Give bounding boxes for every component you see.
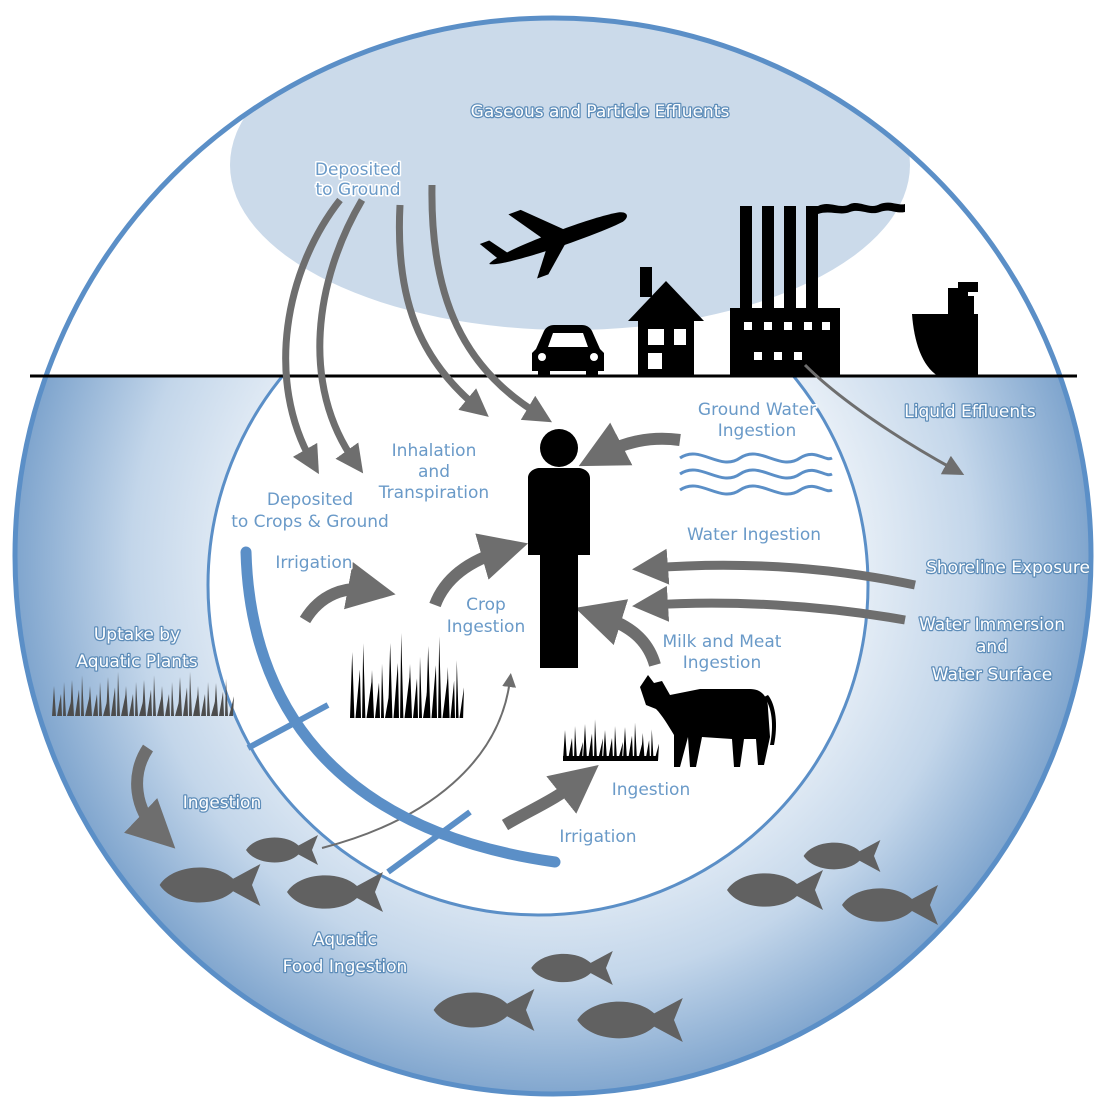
deposited-crops-label-2: to Crops & Ground: [231, 512, 389, 532]
ingestion-left-label: Ingestion: [183, 793, 261, 813]
aquatic-label-2: Food Ingestion: [283, 957, 408, 977]
crop-arrow: [429, 533, 529, 608]
ingestion-cow-label: Ingestion: [612, 780, 690, 800]
liquid-effluent-arrow: [803, 363, 965, 476]
immersion-label-2: and: [976, 637, 1008, 657]
irrigation-arrow-top: [299, 562, 396, 624]
irrigation-arrow-bottom: [501, 765, 599, 831]
wave-icon: [679, 452, 833, 496]
uptake-label-2: Aquatic Plants: [76, 652, 197, 672]
water-ingestion-arrow: [632, 548, 916, 590]
crop-label-2: Ingestion: [447, 617, 525, 637]
inhalation-label-1: Inhalation: [392, 441, 477, 461]
immersion-arrow: [632, 585, 906, 625]
irrigation-channel: [240, 546, 561, 875]
water-ingestion-label: Water Ingestion: [687, 525, 821, 545]
inhalation-label-3: Transpiration: [378, 483, 489, 503]
inner-circle: [206, 376, 870, 917]
irrigation-top-label: Irrigation: [275, 553, 352, 573]
cow-icon: [640, 675, 776, 767]
ship-icon: [912, 282, 978, 376]
aquatic-label-1: Aquatic: [313, 930, 377, 950]
person-icon: [528, 429, 590, 668]
deposited-crops-label-1: Deposited: [267, 490, 353, 510]
pasture-icon: [563, 719, 659, 761]
milk-arrow: [575, 599, 661, 667]
deposition-arrows: [282, 184, 553, 475]
deposited-ground-label-1: Deposited: [315, 160, 401, 180]
milk-label-2: Ingestion: [683, 653, 761, 673]
house-icon: [628, 267, 704, 377]
deposited-ground-label-2: to Ground: [316, 180, 401, 200]
factory-icon: [730, 202, 905, 376]
ground-water-label-1: Ground Water: [698, 400, 816, 420]
irrigation-bottom-label: Irrigation: [559, 827, 636, 847]
immersion-label-3: Water Surface: [932, 665, 1052, 685]
milk-label-1: Milk and Meat: [663, 632, 782, 652]
airplane-icon: [479, 209, 627, 279]
uptake-label-1: Uptake by: [94, 625, 180, 645]
immersion-label-1: Water Immersion: [919, 615, 1065, 635]
gaseous-label: Gaseous and Particle Effluents: [471, 102, 730, 122]
shoreline-label: Shoreline Exposure: [926, 558, 1090, 578]
crop-label-1: Crop: [466, 595, 506, 615]
car-icon: [532, 325, 604, 377]
plant-uptake-arrow: [124, 744, 176, 849]
fish-to-crop-arrow: [321, 673, 517, 849]
groundwater-arrow: [578, 422, 681, 467]
ground-water-label-2: Ingestion: [718, 421, 796, 441]
liquid-effluents-label: Liquid Effluents: [904, 402, 1036, 422]
inhalation-label-2: and: [418, 462, 450, 482]
